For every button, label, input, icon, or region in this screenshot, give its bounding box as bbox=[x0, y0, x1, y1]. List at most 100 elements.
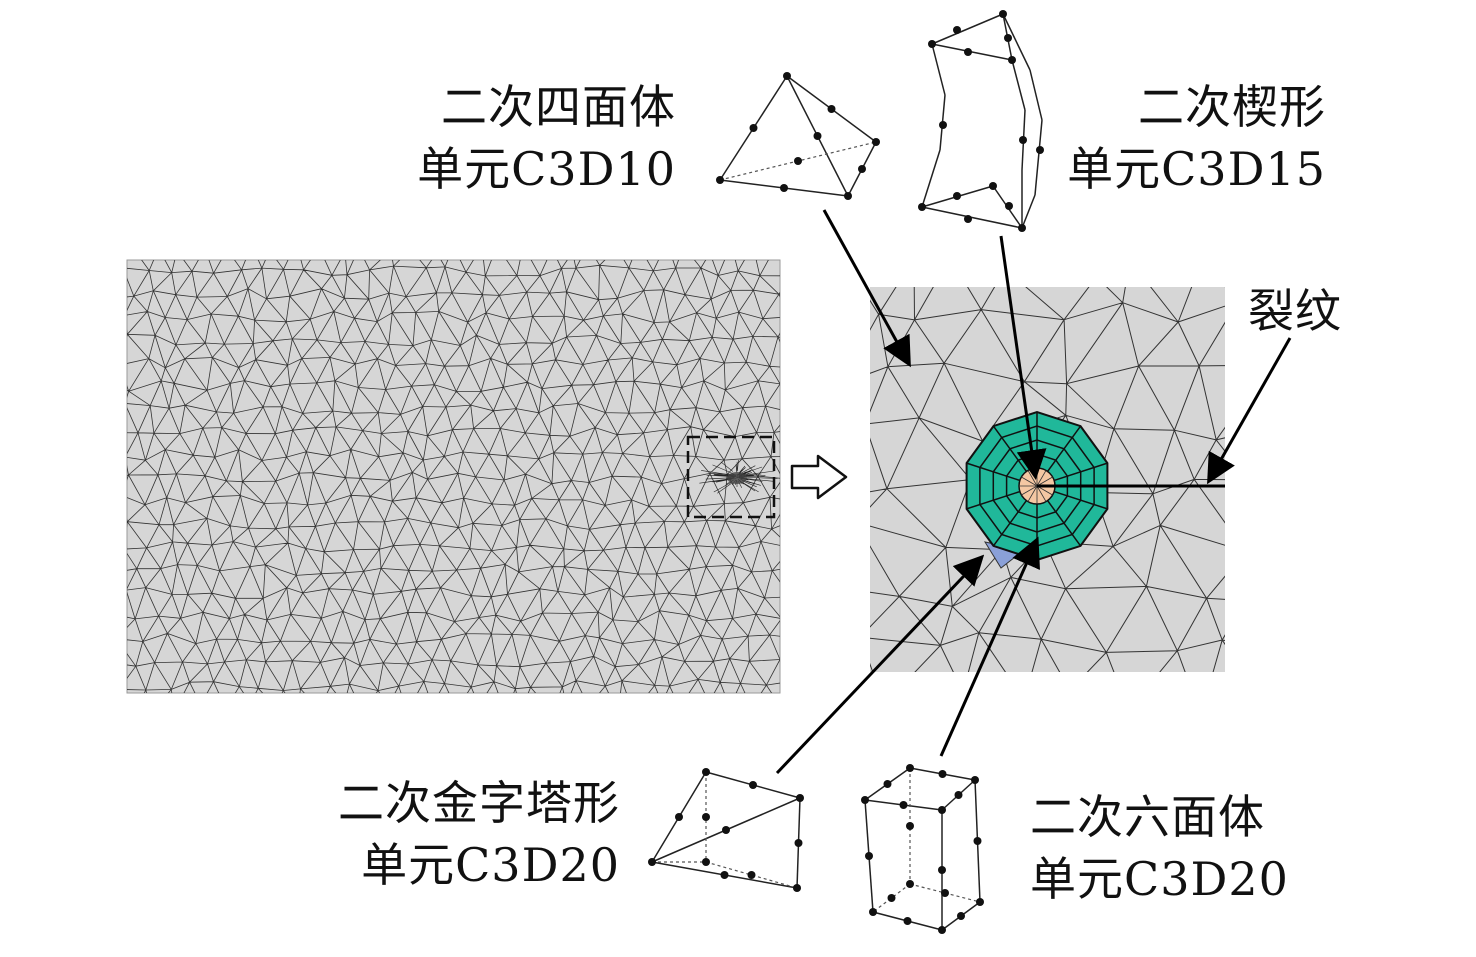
label-wedge-line2: 单元C3D15 bbox=[1067, 142, 1326, 196]
element-node bbox=[844, 192, 852, 200]
element-node bbox=[918, 203, 926, 211]
element-node bbox=[964, 215, 972, 223]
arrow-wedge bbox=[999, 235, 1047, 480]
element-edge bbox=[1021, 194, 1036, 229]
element-node bbox=[941, 889, 949, 897]
core-spoke bbox=[1021, 485, 1038, 496]
hex-element-sketch bbox=[861, 764, 984, 934]
mesh-edges bbox=[127, 260, 780, 693]
arrow-tet bbox=[822, 209, 911, 368]
element-node bbox=[1018, 224, 1026, 232]
element-node bbox=[903, 917, 912, 925]
element-node bbox=[702, 768, 710, 776]
element-node bbox=[1005, 202, 1013, 210]
element-node bbox=[749, 124, 758, 132]
element-node bbox=[906, 764, 914, 772]
element-node bbox=[648, 858, 656, 866]
element-node bbox=[906, 880, 914, 888]
element-node bbox=[999, 10, 1007, 18]
element-edge bbox=[1029, 69, 1043, 121]
element-node bbox=[794, 839, 803, 847]
element-node bbox=[702, 813, 710, 821]
element-edge bbox=[1034, 119, 1043, 196]
element-edge bbox=[1002, 13, 1031, 71]
element-node bbox=[964, 48, 972, 56]
core-spoke bbox=[1036, 485, 1047, 502]
element-node bbox=[939, 121, 947, 129]
element-node bbox=[872, 138, 880, 146]
element-node bbox=[869, 908, 877, 916]
element-edge bbox=[931, 43, 946, 96]
ring-spoke bbox=[1046, 500, 1082, 547]
tetra-element-sketch bbox=[716, 72, 880, 200]
ring-spoke bbox=[1053, 462, 1108, 482]
element-edge bbox=[921, 149, 941, 208]
element-node bbox=[989, 182, 997, 190]
element-node bbox=[887, 894, 896, 902]
label-pyramid-line1: 二次金字塔形 bbox=[338, 776, 620, 830]
global-mesh-background bbox=[126, 259, 781, 694]
label-tetra: 二次四面体 单元C3D10 bbox=[380, 76, 676, 200]
label-tetra-line1: 二次四面体 bbox=[441, 80, 676, 134]
element-node bbox=[938, 866, 946, 874]
element-node bbox=[861, 796, 869, 804]
element-node bbox=[957, 912, 965, 920]
element-edge bbox=[1011, 59, 1026, 111]
label-crack: 裂纹 bbox=[1248, 280, 1342, 342]
element-node bbox=[794, 157, 802, 165]
element-node bbox=[716, 176, 724, 184]
label-pyramid-line2: 单元C3D20 bbox=[361, 838, 620, 892]
element-node bbox=[865, 852, 873, 860]
label-wedge-line1: 二次楔形 bbox=[1138, 80, 1326, 134]
element-edge bbox=[921, 206, 1023, 229]
element-node bbox=[1019, 136, 1027, 144]
ring-spoke bbox=[1053, 490, 1108, 510]
element-node bbox=[720, 871, 729, 879]
element-node bbox=[938, 926, 946, 934]
element-node bbox=[1036, 146, 1044, 154]
element-node bbox=[675, 813, 683, 821]
hidden-element-edge bbox=[705, 861, 798, 889]
element-node bbox=[858, 165, 866, 173]
element-node bbox=[783, 72, 791, 80]
crack-refinement-zone bbox=[699, 459, 778, 494]
label-hex: 二次六面体 单元C3D20 bbox=[1030, 786, 1289, 910]
arrow-hex bbox=[939, 536, 1040, 757]
label-crack-text: 裂纹 bbox=[1248, 284, 1342, 338]
ring-spoke bbox=[966, 462, 1021, 482]
arrow-pyramid bbox=[775, 554, 985, 775]
pyramid-element-sketch bbox=[648, 768, 804, 892]
ring-spoke bbox=[966, 490, 1021, 510]
element-node bbox=[747, 871, 756, 879]
wedge-element-sketch bbox=[918, 10, 1044, 232]
label-pyramid: 二次金字塔形 单元C3D20 bbox=[270, 772, 620, 896]
element-node bbox=[976, 898, 984, 906]
element-node bbox=[1008, 56, 1016, 64]
label-hex-line2: 单元C3D20 bbox=[1030, 852, 1289, 906]
crack-tip-dense-spot bbox=[727, 472, 747, 484]
element-node bbox=[906, 822, 914, 830]
element-node bbox=[827, 105, 836, 113]
element-node bbox=[722, 826, 730, 834]
element-node bbox=[954, 791, 963, 799]
element-node bbox=[899, 801, 908, 809]
element-node bbox=[796, 794, 804, 802]
ring-spoke bbox=[1046, 425, 1082, 472]
element-node bbox=[883, 780, 892, 788]
label-wedge: 二次楔形 单元C3D15 bbox=[1040, 76, 1326, 200]
core-spoke bbox=[1027, 485, 1038, 502]
element-node bbox=[702, 858, 710, 866]
element-node bbox=[928, 40, 936, 48]
element-node bbox=[953, 192, 961, 200]
label-tetra-line2: 单元C3D10 bbox=[417, 142, 676, 196]
element-node bbox=[973, 837, 982, 845]
hidden-element-edge bbox=[872, 883, 911, 913]
label-hex-line1: 二次六面体 bbox=[1030, 790, 1265, 844]
zoom-arrow-icon bbox=[790, 454, 848, 500]
element-node bbox=[780, 184, 788, 192]
zoom-region-box bbox=[686, 435, 776, 519]
pointer-arrows bbox=[775, 209, 1292, 775]
element-node bbox=[749, 781, 757, 789]
